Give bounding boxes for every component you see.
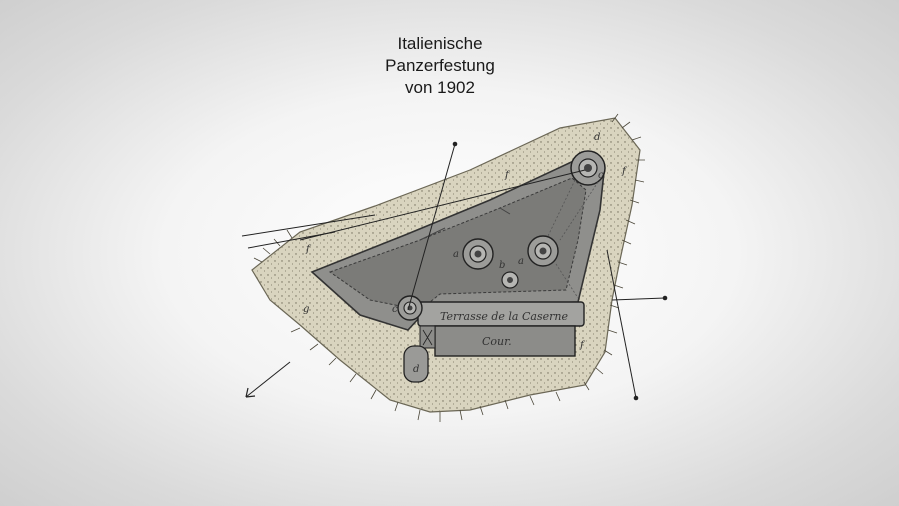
terrace-label: Terrasse de la Caserne	[440, 310, 568, 323]
fort-body	[310, 157, 605, 331]
survey-lines	[241, 143, 666, 399]
marker-f-bottom: f	[579, 340, 586, 351]
marker-f-left: f	[305, 244, 312, 255]
marker-f-right: f	[621, 166, 628, 177]
turret-c-left	[397, 295, 423, 321]
ramp-lines	[547, 179, 599, 299]
marker-g: g	[303, 304, 309, 315]
survey-point-top	[452, 141, 458, 147]
marker-d-bottom: d	[413, 364, 419, 375]
turret-a-right	[527, 235, 559, 267]
marker-b: b	[499, 260, 505, 271]
marker-a-right: a	[518, 256, 524, 267]
court-label: Cour.	[482, 335, 512, 348]
arrow-southwest-icon	[245, 387, 256, 398]
court-block	[434, 325, 576, 357]
marker-f-top: f	[504, 170, 511, 181]
lower-caponier	[403, 345, 429, 383]
title-line-3: von 1902	[405, 78, 475, 97]
turret-top	[570, 150, 606, 186]
survey-point-bottom	[633, 395, 639, 401]
marker-d-top: d	[594, 132, 600, 143]
title-line-2: Panzerfestung	[385, 56, 495, 75]
title-line-1: Italienische	[397, 34, 483, 53]
marker-c-left: c	[392, 304, 398, 315]
survey-point-right	[662, 295, 668, 301]
barracks-block	[403, 301, 585, 383]
turret-b	[501, 271, 519, 289]
marker-a-left: a	[453, 249, 459, 260]
marker-c-top: c	[598, 170, 604, 181]
turret-a-left	[462, 238, 494, 270]
diagram-title: Italienische Panzerfestung von 1902	[300, 33, 580, 99]
grass-edges	[253, 113, 645, 422]
